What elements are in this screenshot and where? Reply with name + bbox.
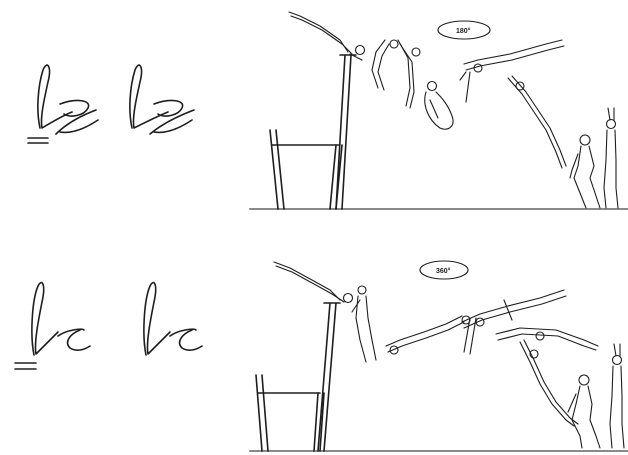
skill-symbol-1b (130, 65, 194, 134)
rotation-badge-1: 180° (438, 21, 490, 39)
row-2: 360° (15, 261, 628, 451)
skill-symbol-2a (15, 283, 90, 369)
uneven-bars-2 (256, 303, 340, 451)
rotation-label-1: 180° (456, 27, 471, 35)
uneven-bars-1 (270, 55, 356, 209)
rotation-badge-2: 360° (420, 261, 468, 279)
skill-symbol-1a (28, 65, 98, 143)
skill-symbol-2b (144, 283, 202, 355)
rotation-label-2: 360° (436, 267, 451, 275)
row-1: 180° (28, 12, 628, 209)
